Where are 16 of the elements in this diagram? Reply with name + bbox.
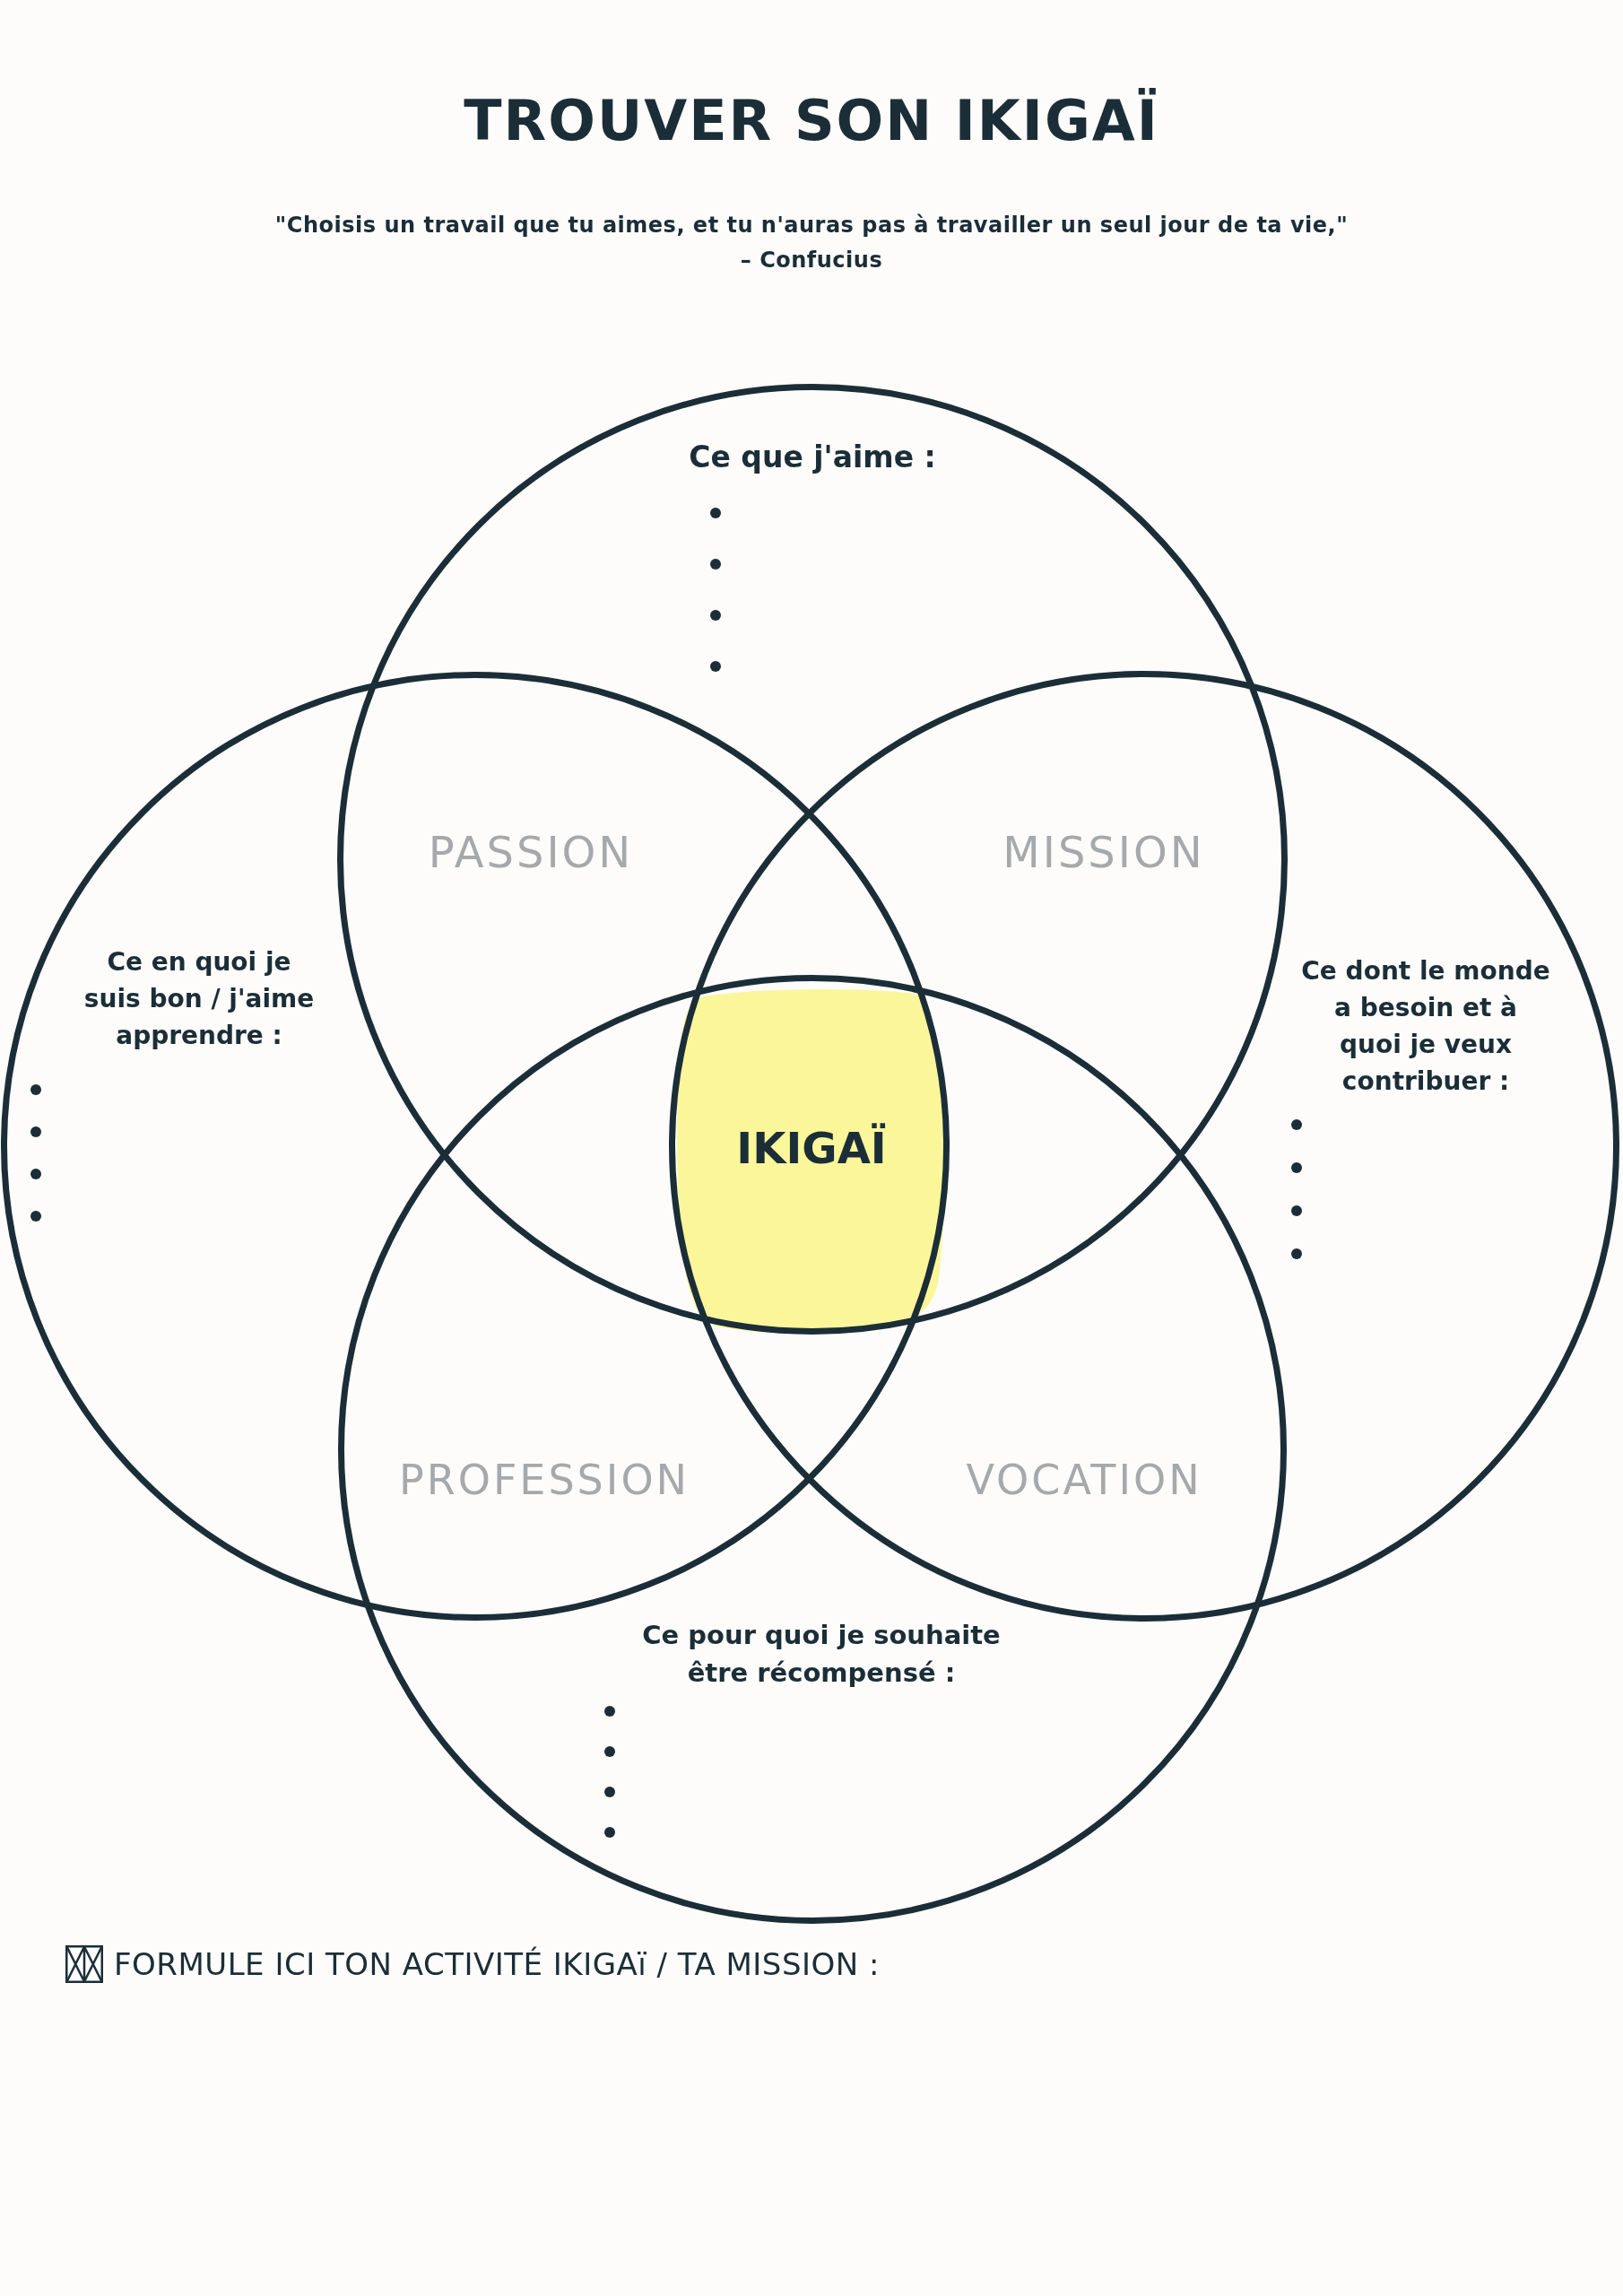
venn-circle <box>336 973 1289 1926</box>
venn-circle <box>0 670 951 1622</box>
region-label: PASSION <box>428 826 634 879</box>
center-label: IKIGAÏ <box>736 1122 887 1175</box>
circle-prompt: Ce dont le monde a besoin et à quoi je veux contribuer : <box>1300 955 1551 1098</box>
circle-prompt: Ce pour quoi je souhaite être récompensé : <box>641 1619 1002 1690</box>
title-heading: TROUVER SON IKIGAÏ <box>464 87 1159 155</box>
region-label: PROFESSION <box>399 1455 690 1506</box>
region-label: VOCATION <box>966 1455 1202 1506</box>
instruction-text: FORMULE ICI TON ACTIVITÉ IKIGAï / TA MISSION : <box>114 1945 880 1984</box>
attribution-text: – Confucius <box>740 247 883 274</box>
quote-text: "Choisis un travail que tu aimes, et tu n'auras pas à travailler un seul jour de ta vie," <box>274 212 1349 239</box>
venn-circle <box>335 382 1289 1336</box>
circle-prompt: Ce en quoi je suis bon / j'aime apprendre : <box>82 946 316 1052</box>
circle-prompt: Ce que j'aime : <box>688 439 937 476</box>
region-label: MISSION <box>1002 826 1205 879</box>
